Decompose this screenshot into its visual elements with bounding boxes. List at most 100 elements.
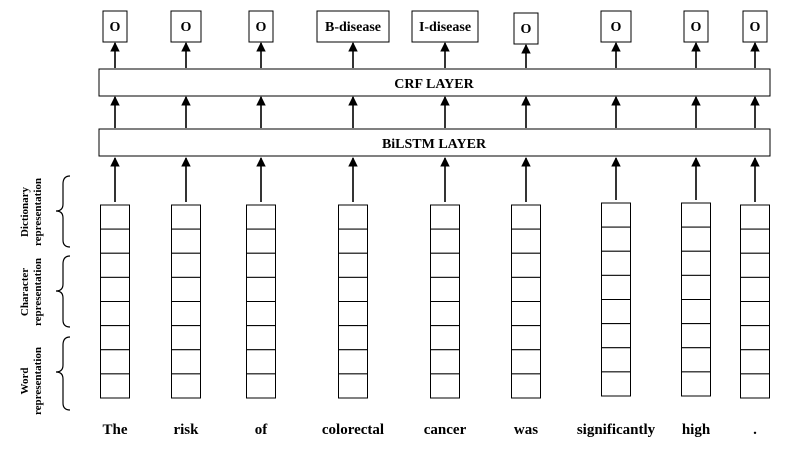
output-tag-3: B-disease — [316, 10, 390, 43]
tag-box — [170, 10, 202, 43]
tag-label: O — [521, 22, 532, 37]
vector-cell — [601, 323, 631, 349]
input-word-4: cancer — [424, 422, 467, 438]
feature-column-4 — [430, 204, 460, 399]
output-tags: O O O B-disease I-disease O O O O — [102, 10, 768, 45]
character-brace — [55, 255, 71, 328]
input-word-3: colorectal — [322, 422, 384, 438]
tag-label: I-disease — [419, 20, 471, 35]
vector-cell — [601, 347, 631, 373]
vector-cell — [430, 301, 460, 327]
tag-box — [600, 10, 632, 43]
output-tag-4: I-disease — [411, 10, 479, 43]
feature-column-1 — [171, 204, 201, 399]
vector-cell — [740, 228, 770, 254]
vector-cell — [430, 204, 460, 230]
tag-label: O — [181, 20, 192, 35]
vector-cell — [601, 371, 631, 397]
feature-column-3 — [338, 204, 368, 399]
vector-cell — [740, 276, 770, 302]
vector-cell — [511, 204, 541, 230]
vector-cell — [601, 226, 631, 252]
feature-column-5 — [511, 204, 541, 399]
vector-cell — [246, 276, 276, 302]
tag-box — [411, 10, 479, 43]
vector-cell — [100, 301, 130, 327]
vector-cell — [171, 373, 201, 399]
bilstm-layer-label: BiLSTM LAYER — [382, 137, 487, 152]
vector-cell — [681, 250, 711, 276]
tag-label: O — [611, 20, 622, 35]
tag-label: O — [750, 20, 761, 35]
vector-cell — [171, 349, 201, 375]
vector-cell — [171, 325, 201, 351]
tag-label: O — [110, 20, 121, 35]
tag-box — [248, 10, 274, 43]
vector-cell — [681, 202, 711, 228]
tag-label: O — [691, 20, 702, 35]
vector-cell — [430, 325, 460, 351]
tag-box — [683, 10, 709, 43]
vector-cell — [681, 299, 711, 325]
input-word-5: was — [514, 422, 538, 438]
word-brace — [55, 336, 71, 411]
output-tag-2: O — [248, 10, 274, 43]
vector-cell — [681, 274, 711, 300]
vector-cell — [740, 325, 770, 351]
vector-cell — [246, 204, 276, 230]
vector-cell — [171, 252, 201, 278]
vector-cell — [511, 276, 541, 302]
input-word-8: . — [753, 422, 757, 438]
feature-column-6 — [601, 202, 631, 397]
vector-cell — [100, 349, 130, 375]
vector-cell — [246, 349, 276, 375]
vector-cell — [430, 276, 460, 302]
output-tag-5: O — [513, 12, 539, 45]
feature-column-8 — [740, 204, 770, 399]
vector-cell — [511, 349, 541, 375]
vector-cell — [100, 228, 130, 254]
vector-cell — [740, 204, 770, 230]
feature-column-7 — [681, 202, 711, 397]
tag-box — [742, 10, 768, 43]
vector-cell — [681, 371, 711, 397]
vector-cell — [100, 252, 130, 278]
vector-cell — [430, 349, 460, 375]
tag-box — [513, 12, 539, 45]
vector-cell — [740, 301, 770, 327]
character-label-line1: Character — [19, 268, 31, 316]
vector-cell — [338, 325, 368, 351]
tag-label: B-disease — [325, 20, 381, 35]
vector-cell — [338, 252, 368, 278]
vector-cell — [171, 204, 201, 230]
tag-box — [102, 10, 128, 43]
vector-cell — [430, 228, 460, 254]
input-word-0: The — [102, 422, 127, 438]
vector-cell — [601, 202, 631, 228]
bilstm-layer: BiLSTM LAYER — [98, 128, 771, 157]
vector-cell — [338, 373, 368, 399]
input-word-7: high — [682, 422, 711, 438]
word-label-line1: Word — [19, 368, 31, 395]
representation-labels: Dictionary representation Character repr… — [19, 175, 71, 415]
vector-cell — [246, 228, 276, 254]
vector-cell — [511, 301, 541, 327]
vector-cell — [740, 349, 770, 375]
vector-cell — [430, 252, 460, 278]
character-label-line2: representation — [32, 258, 44, 326]
vector-cell — [171, 276, 201, 302]
word-label-line2: representation — [32, 347, 44, 415]
vector-cell — [430, 373, 460, 399]
vector-cell — [100, 373, 130, 399]
vector-cell — [681, 323, 711, 349]
vector-cell — [338, 228, 368, 254]
vector-cell — [601, 274, 631, 300]
vector-cell — [100, 325, 130, 351]
crf-layer-label: CRF LAYER — [394, 77, 474, 92]
vector-cell — [171, 228, 201, 254]
vector-cell — [100, 204, 130, 230]
crf-layer: CRF LAYER — [98, 68, 771, 97]
input-word-1: risk — [173, 422, 199, 438]
vector-cell — [511, 252, 541, 278]
